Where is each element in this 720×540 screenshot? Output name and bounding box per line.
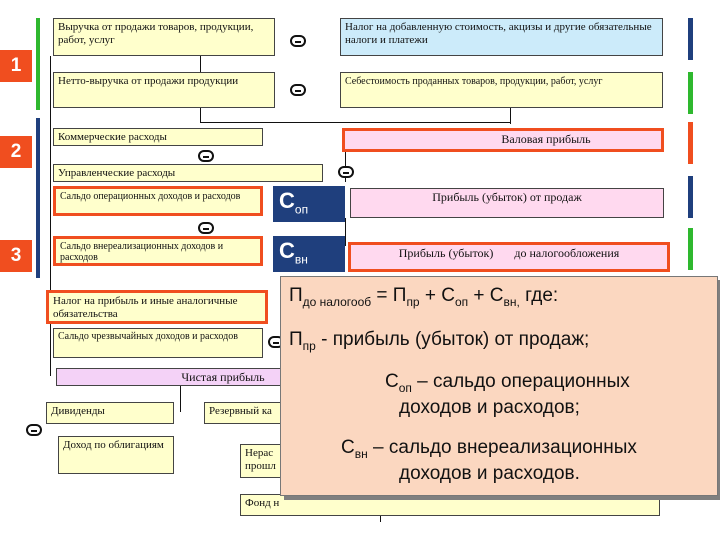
sales-profit-definition: Ппр - прибыль (убыток) от продаж; — [289, 329, 590, 353]
commercial-expenses-box: Коммерческие расходы — [53, 128, 263, 146]
left-bar-blue — [36, 118, 40, 278]
nonoperating-balance-definition: Свн – сальдо внереализационных — [341, 437, 637, 461]
revenue-box: Выручка от продажи товаров, продукции, р… — [53, 18, 275, 56]
minus-icon — [290, 35, 306, 47]
dividends-box: Дивиденды — [46, 402, 174, 424]
nonoperating-balance-box: Сальдо внереализационных доходов и расхо… — [53, 236, 263, 266]
sales-profit-box: Прибыль (убыток) от продаж — [350, 188, 664, 218]
right-bar-green — [688, 72, 693, 114]
vat-box: Налог на добавленную стоимость, акцизы и… — [340, 18, 663, 56]
left-bar-green — [36, 18, 40, 110]
minus-icon — [290, 84, 306, 96]
connector-line — [200, 56, 201, 72]
operating-balance-definition: Соп – сальдо операционных — [385, 371, 630, 395]
fund-box: Фонд н — [240, 494, 660, 516]
number-tag-1: 1 — [0, 50, 32, 82]
bond-income-box: Доход по облигациям — [58, 436, 174, 474]
minus-icon — [198, 150, 214, 162]
operating-balance-definition-cont: доходов и расходов; — [399, 397, 580, 418]
profit-tax-box: Налог на прибыль и иные аналогичные обяз… — [46, 290, 268, 324]
c-vn-symbol: Свн — [273, 236, 345, 272]
reserve-capital-box: Резервный ка — [204, 402, 304, 424]
net-revenue-box: Нетто-выручка от продажи продукции — [53, 72, 275, 108]
nonoperating-balance-definition-cont: доходов и расходов. — [399, 463, 580, 484]
right-bar-blue — [688, 18, 693, 60]
right-bar-blue-2 — [688, 176, 693, 218]
connector-line — [345, 218, 346, 246]
connector-line — [200, 122, 510, 123]
number-tag-2: 2 — [0, 136, 32, 168]
number-tag-3: 3 — [0, 240, 32, 272]
connector-line — [510, 108, 511, 124]
pretax-profit-box: Прибыль (убыток) до налогообложения — [348, 242, 670, 272]
connector-line — [50, 56, 51, 376]
right-bar-red — [688, 122, 693, 164]
net-profit-box: Чистая прибыль — [56, 368, 294, 386]
minus-icon — [26, 424, 42, 436]
c-op-symbol: Соп — [273, 186, 345, 222]
pretax-formula: Пдо налогооб = Ппр + Соп + Свн, где: — [289, 285, 559, 309]
minus-icon — [338, 166, 354, 178]
emergency-balance-box: Сальдо чрезвычайных доходов и расходов — [53, 328, 263, 358]
connector-line — [200, 108, 201, 122]
gross-profit-box: Валовая прибыль — [342, 128, 664, 152]
operating-balance-box: Сальдо операционных доходов и расходов — [53, 186, 263, 216]
right-bar-green-2 — [688, 228, 693, 270]
connector-line — [180, 382, 181, 412]
cost-box: Себестоимость проданных товаров, продукц… — [340, 72, 663, 108]
management-expenses-box: Управленческие расходы — [53, 164, 323, 182]
formula-overlay: Пдо налогооб = Ппр + Соп + Свн, где: Ппр… — [280, 276, 718, 496]
minus-icon — [198, 222, 214, 234]
